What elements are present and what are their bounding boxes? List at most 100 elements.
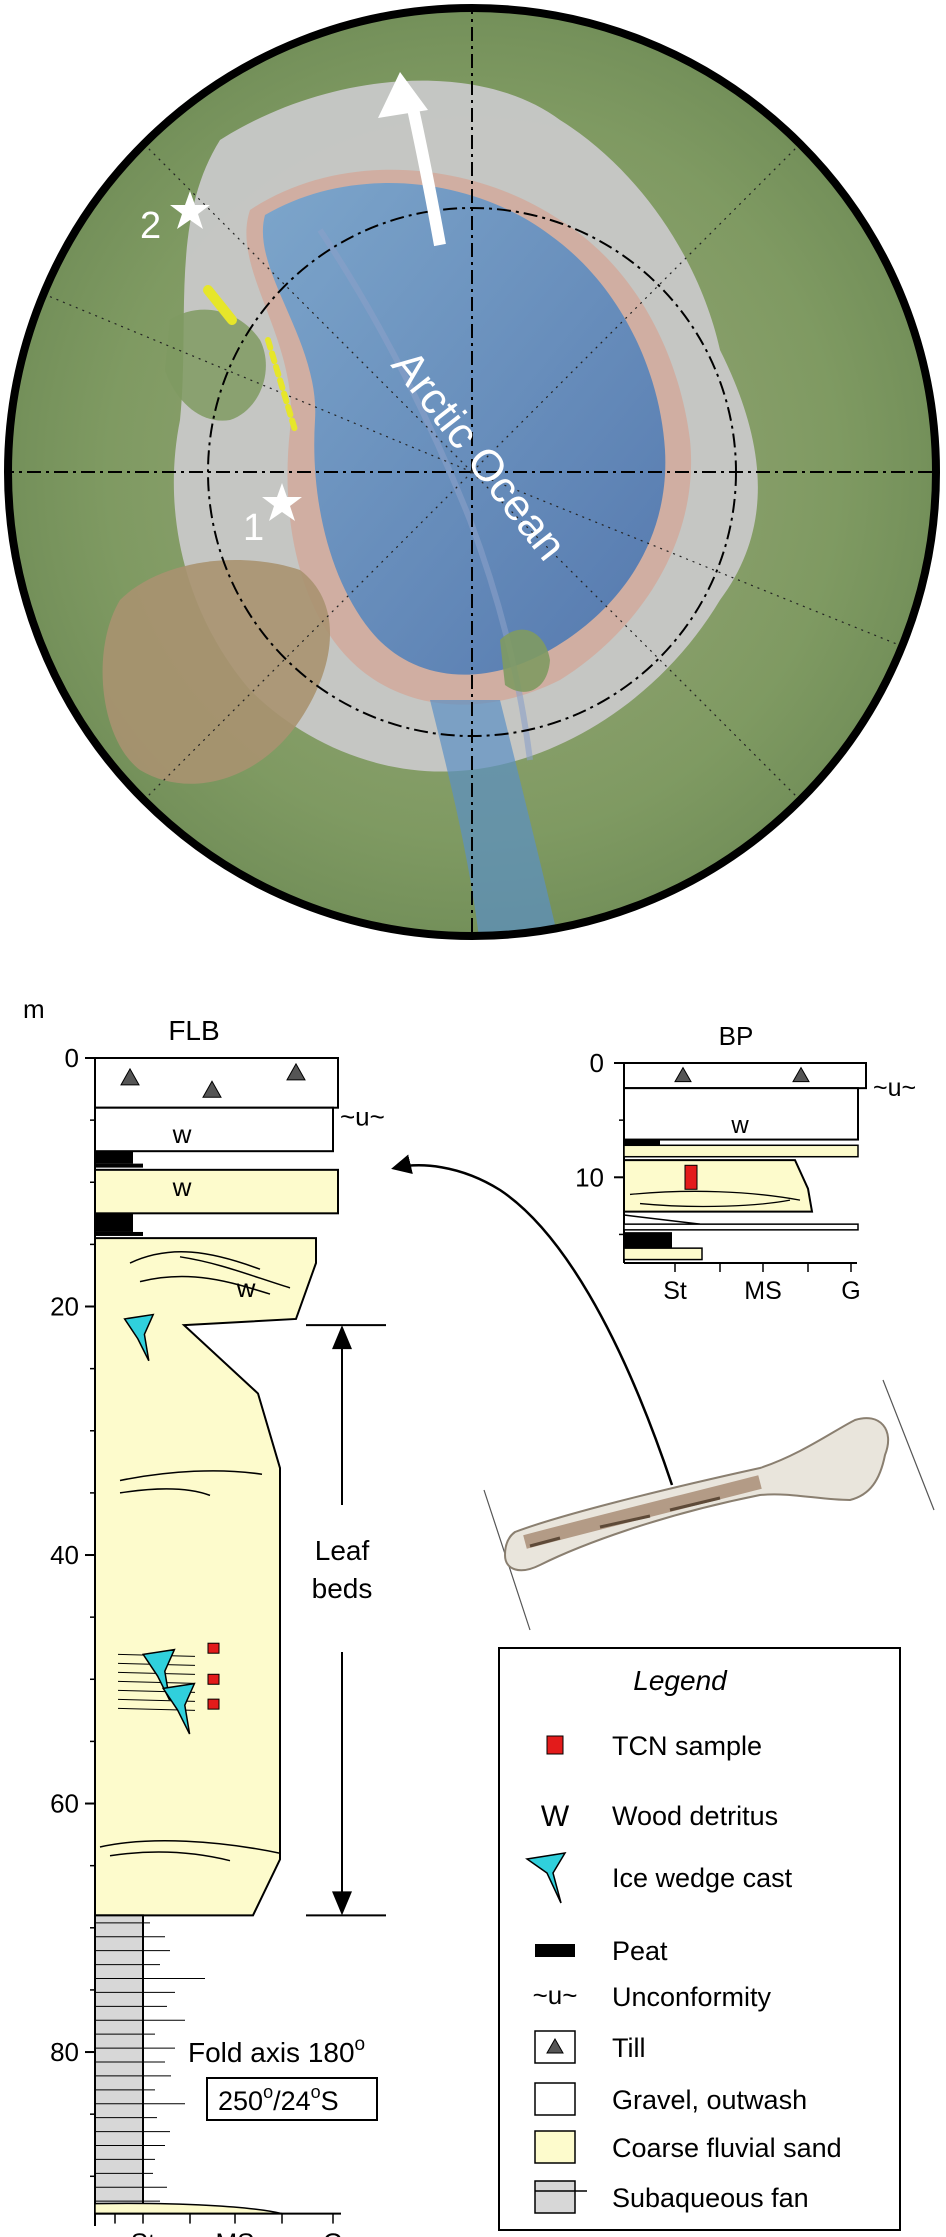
star-site-1: [262, 483, 302, 521]
legend-item-label: Unconformity: [612, 1982, 772, 2012]
bone-illustration: [483, 1379, 935, 1631]
flb-fan: [94, 1914, 144, 2215]
orientation-label: 250o/24oS: [218, 2082, 339, 2116]
arrow-head: [378, 72, 428, 118]
flb-gravel: [94, 1106, 334, 1153]
sand-icon: [534, 2130, 576, 2164]
cross-bedding: [129, 1251, 261, 1270]
bp-gravel: [623, 1087, 859, 1141]
bone-fragments: [523, 1475, 762, 1549]
leaf-beds-arrow-up: [332, 1325, 352, 1350]
fan-icon: [534, 2180, 576, 2214]
flb-unit-label: m: [23, 994, 45, 1024]
flb-ice-wedge: [123, 1313, 155, 1362]
till-triangle: [792, 1066, 810, 1083]
legend-item-label: Coarse fluvial sand: [612, 2133, 842, 2163]
yellow-marker-1: [203, 285, 237, 325]
legend-item-wood: W Wood detritus: [541, 1800, 778, 1833]
peat-icon: [535, 1944, 575, 1957]
legend-item-sand: Coarse fluvial sand: [534, 2130, 842, 2164]
flb-depth-ticks: 0 20 40 60 80: [50, 1043, 96, 2226]
leaf-beds-range: [306, 1324, 386, 1917]
legend-item-label: Ice wedge cast: [612, 1863, 793, 1893]
bone-pointer-arrow: [391, 1154, 674, 1486]
star-site-2: [170, 191, 210, 229]
bone-cracks: [529, 1496, 721, 1548]
flb-peat: [95, 1151, 133, 1164]
flb-depth-tick-label: 80: [50, 2037, 79, 2067]
till-triangle: [286, 1062, 306, 1081]
bp-sand-main: [623, 1159, 814, 1213]
bp-grain-label: G: [841, 1277, 860, 1305]
map-border: [4, 4, 940, 940]
bp-units: [623, 1062, 867, 1261]
cross-bedding: [639, 1199, 791, 1208]
ice-wedge-icon: [525, 1852, 567, 1904]
bp-peat: [624, 1139, 660, 1146]
till-triangle: [120, 1067, 140, 1086]
legend-title: Legend: [633, 1665, 728, 1696]
legend-item-label: Subaqueous fan: [612, 2183, 809, 2213]
bp-sand-thin: [623, 1144, 859, 1158]
legend-item-label: TCN sample: [612, 1731, 762, 1761]
flb-tcn-sample: [207, 1698, 220, 1710]
arctic-map: 2 1 Arctic Ocean: [4, 4, 940, 940]
legend-item-gravel: Gravel, outwash: [534, 2082, 807, 2116]
legend-item-tcn: TCN sample: [546, 1731, 762, 1761]
bp-unconformity: ~u~: [873, 1074, 916, 1102]
greenland-ice: [102, 560, 330, 784]
legend-item-label: Peat: [612, 1936, 668, 1966]
tcn-sample-icon: [546, 1735, 564, 1755]
yellow-marker-2: [265, 337, 298, 433]
cross-bedding: [179, 1256, 291, 1289]
flb-sand-upper: [94, 1168, 339, 1215]
gravel-icon: [534, 2082, 576, 2116]
flb-depth-tick-label: 20: [50, 1292, 79, 1322]
bp-depth-ticks: 010: [575, 1048, 625, 1263]
leaf-beds-label-line1: Leaf: [315, 1535, 370, 1566]
fold-axis-label: Fold axis 180o: [188, 2034, 365, 2068]
flb-wood-3: w: [236, 1273, 256, 1303]
bp-wood-1: w: [730, 1112, 749, 1139]
bp-gravel-thin: [623, 1223, 859, 1231]
bp-grain-label: St: [663, 1277, 687, 1305]
legend-item-unconf: ~u~ Unconformity: [533, 1980, 772, 2012]
flb-depth-tick-label: 40: [50, 1540, 79, 1570]
deep-basin: [262, 182, 666, 675]
bp-depth-tick-label: 0: [590, 1048, 604, 1078]
legend-item-fan: Subaqueous fan: [534, 2180, 809, 2214]
flb-basal-sand: [94, 2202, 283, 2215]
till-triangle-icon: [546, 2037, 564, 2054]
bp-sand-lower: [623, 1247, 703, 1261]
orientation-box: [206, 2077, 378, 2121]
legend-item-ice: Ice wedge cast: [525, 1852, 793, 1904]
site-1-label: 1: [243, 507, 264, 549]
flb-ice-wedge: [161, 1682, 196, 1735]
flb-grain-label: G: [323, 2228, 343, 2237]
flb-depth-tick-label: 0: [65, 1043, 79, 1073]
svalbard: [500, 629, 550, 692]
legend-item-label: Gravel, outwash: [612, 2085, 807, 2115]
flb-peat-line: [95, 1231, 143, 1236]
cross-bedding: [139, 1275, 271, 1295]
archipelago: [165, 309, 266, 421]
cross-bedding: [99, 1840, 281, 1854]
legend-item-label: Wood detritus: [612, 1801, 778, 1831]
cross-bedding: [119, 1488, 211, 1497]
legend-item-till: Till: [534, 2030, 646, 2064]
arctic-circle: [207, 207, 737, 737]
wood-glyph-icon: W: [541, 1800, 570, 1833]
flb-tcn-sample: [207, 1642, 220, 1654]
flb-unconformity: ~u~: [340, 1102, 385, 1132]
unconformity-glyph-icon: ~u~: [533, 1980, 578, 2010]
flb-depth-tick-label: 60: [50, 1789, 79, 1819]
flb-grain-label: MS: [216, 2228, 255, 2237]
flb-wood-1: w: [172, 1119, 192, 1149]
bp-peat-lower: [624, 1232, 672, 1249]
till-triangle: [674, 1066, 692, 1083]
